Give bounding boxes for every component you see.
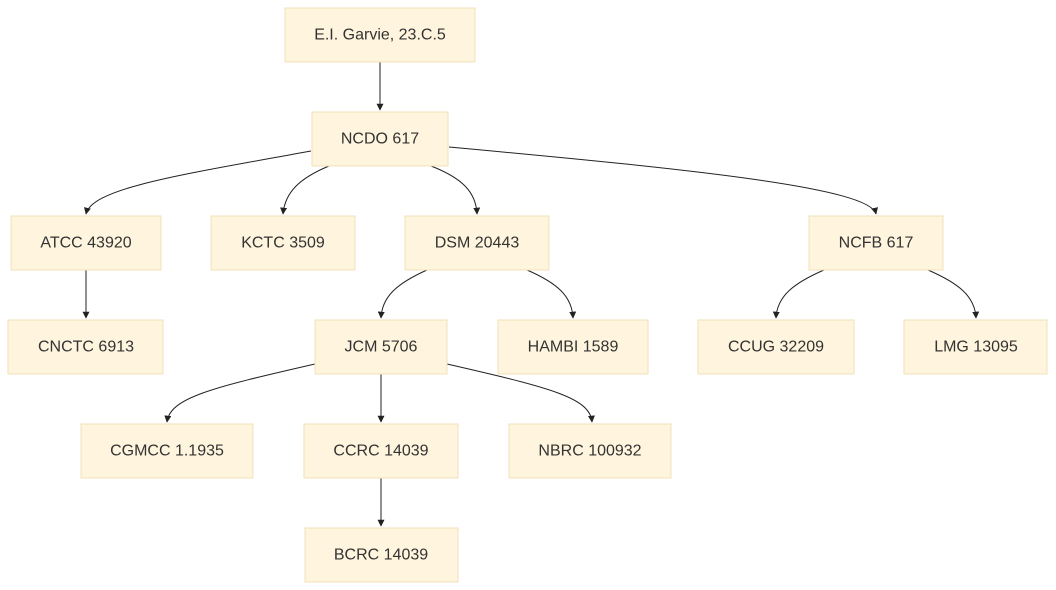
node-garvie: E.I. Garvie, 23.C.5 (284, 7, 476, 63)
edges (82, 62, 980, 527)
node-dsm: DSM 20443 (404, 215, 550, 271)
node-ncdo: NCDO 617 (311, 111, 449, 167)
edge-dsm-jcm (377, 269, 428, 319)
node-label-ccrc: CCRC 14039 (333, 443, 428, 460)
node-label-cgmcc: CGMCC 1.1935 (110, 443, 224, 460)
node-cgmcc: CGMCC 1.1935 (80, 423, 254, 479)
edge-ncfb-ccug (772, 269, 825, 319)
node-bcrc: BCRC 14039 (304, 527, 459, 583)
node-label-hambi: HAMBI 1589 (528, 339, 619, 356)
node-label-bcrc: BCRC 14039 (334, 547, 428, 564)
node-label-atcc: ATCC 43920 (40, 235, 131, 252)
node-hambi: HAMBI 1589 (497, 319, 649, 375)
node-ccrc: CCRC 14039 (303, 423, 459, 479)
node-nbrc: NBRC 100932 (508, 423, 672, 479)
node-ncfb: NCFB 617 (808, 215, 944, 271)
node-jcm: JCM 5706 (314, 319, 448, 375)
node-label-ncfb: NCFB 617 (839, 235, 914, 252)
edge-ncdo-dsm (430, 165, 481, 215)
node-label-garvie: E.I. Garvie, 23.C.5 (314, 27, 446, 44)
edge-dsm-hambi (526, 269, 577, 319)
node-kctc: KCTC 3509 (210, 215, 356, 271)
node-lmg: LMG 13095 (903, 319, 1048, 375)
node-label-lmg: LMG 13095 (934, 339, 1018, 356)
node-label-kctc: KCTC 3509 (241, 235, 325, 252)
node-label-jcm: JCM 5706 (345, 339, 418, 356)
node-atcc: ATCC 43920 (10, 215, 162, 271)
edge-ncdo-ncfb (448, 146, 878, 215)
edge-jcm-nbrc (446, 363, 595, 423)
node-label-dsm: DSM 20443 (435, 235, 520, 252)
node-label-nbrc: NBRC 100932 (538, 443, 641, 460)
node-cnctc: CNCTC 6913 (7, 319, 164, 375)
node-label-ccug: CCUG 32209 (728, 339, 824, 356)
node-label-cnctc: CNCTC 6913 (38, 339, 134, 356)
edge-ncfb-lmg (927, 269, 980, 319)
edge-ncdo-atcc (84, 150, 312, 215)
edge-jcm-cgmcc (164, 363, 316, 423)
node-label-ncdo: NCDO 617 (341, 131, 419, 148)
nodes: E.I. Garvie, 23.C.5 NCDO 617 ATCC 43920 … (7, 7, 1048, 583)
edge-ncdo-kctc (280, 165, 330, 215)
node-ccug: CCUG 32209 (697, 319, 855, 375)
